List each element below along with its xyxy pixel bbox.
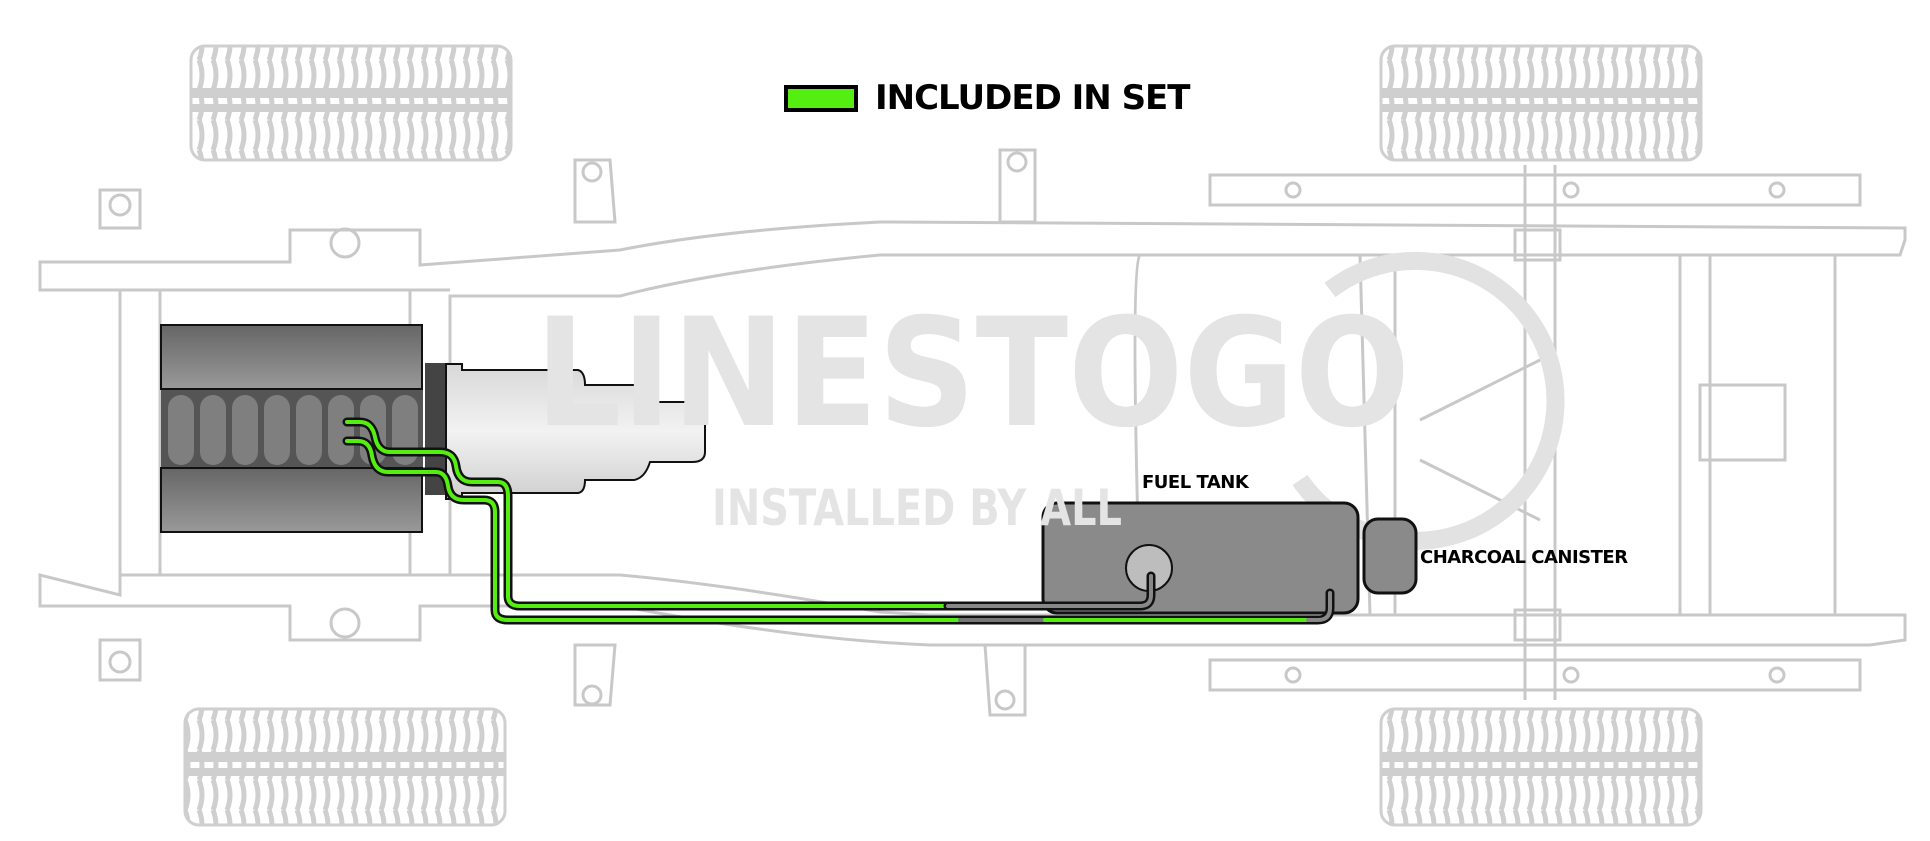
legend-label: INCLUDED IN SET [875,78,1190,118]
wheel-front-right [183,707,507,827]
fuel-line-vapor [342,436,1335,625]
wheel-rear-right [1379,707,1703,827]
wheel-front-left [189,44,513,162]
svg-text:INSTALLED BY ALL: INSTALLED BY ALL [712,479,1122,537]
charcoal-canister [1362,517,1418,595]
watermark-logo: LINESTOGO INSTALLED BY ALL [535,287,1410,537]
fuel-line-feed [342,417,1156,611]
svg-text:LINESTOGO: LINESTOGO [535,287,1410,461]
vehicle-frame [38,148,1907,717]
legend-swatch [784,85,858,112]
engine [160,324,447,533]
wheel-rear-left [1379,44,1703,162]
fuel-tank-label: FUEL TANK [1142,472,1249,493]
charcoal-canister-label: CHARCOAL CANISTER [1420,547,1628,568]
fuel-tank [1041,501,1360,615]
transmission [445,363,706,500]
